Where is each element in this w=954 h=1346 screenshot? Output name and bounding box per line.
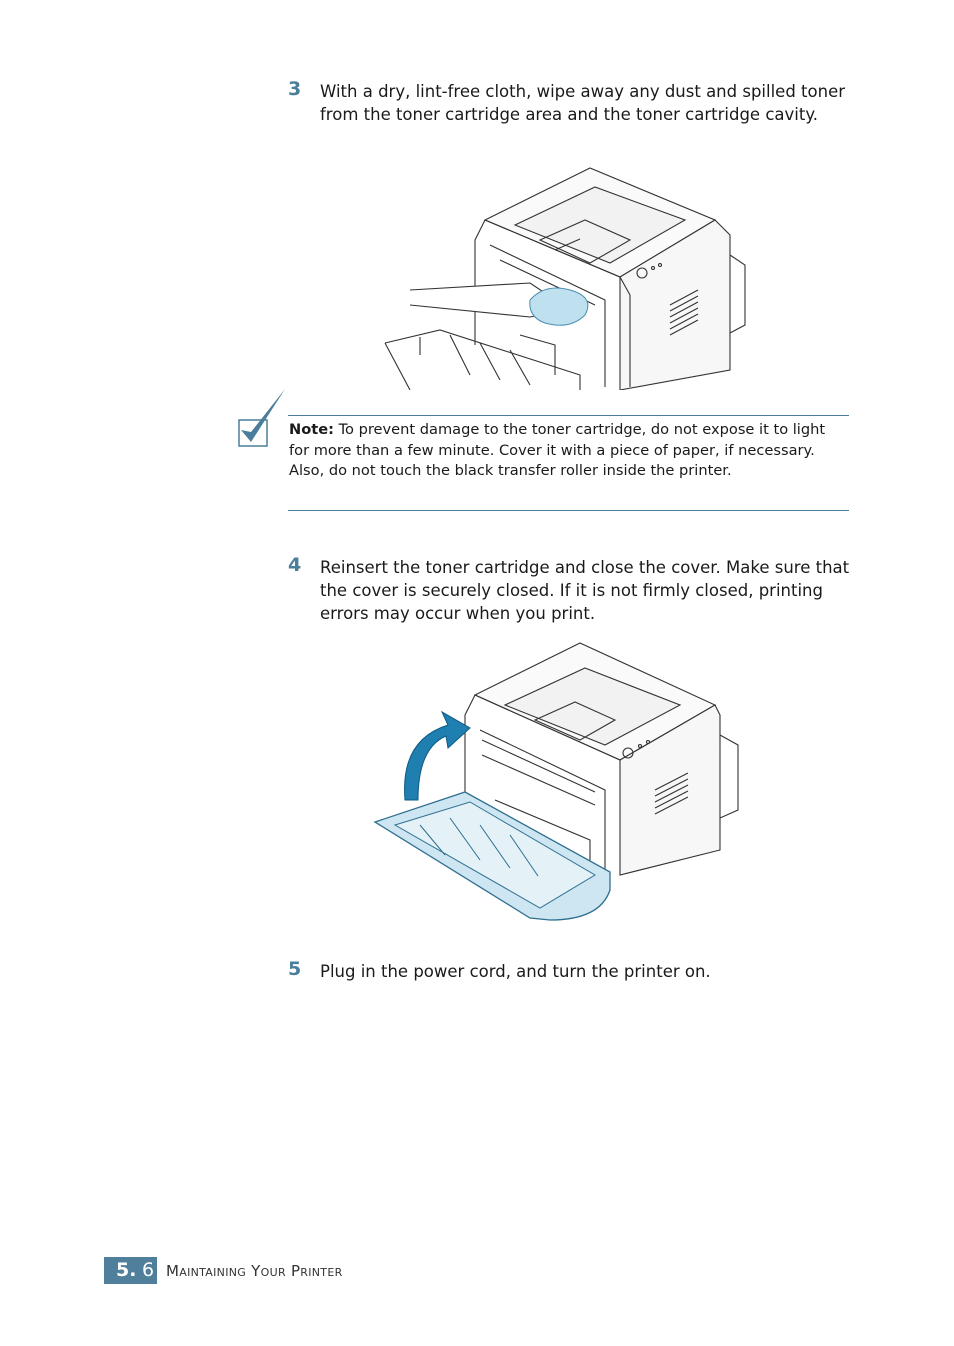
close-cover-arrow-icon	[404, 710, 471, 801]
step-text: Plug in the power cord, and turn the pri…	[320, 962, 711, 981]
chapter-title: Maintaining Your Printer	[166, 1262, 343, 1280]
note-text: Note: To prevent damage to the toner car…	[289, 420, 849, 482]
checkmark-note-icon	[238, 389, 285, 447]
note-top-rule	[288, 415, 849, 416]
section-major: 5.	[116, 1259, 137, 1281]
step-text: With a dry, lint-free cloth, wipe away a…	[320, 82, 846, 124]
section-minor: 6	[142, 1259, 155, 1281]
step-number: 3	[288, 78, 302, 100]
step-number: 4	[288, 554, 302, 576]
note-body: To prevent damage to the toner cartridge…	[289, 421, 826, 479]
printer-cleaning-illustration	[384, 167, 746, 390]
note-bottom-rule	[288, 510, 849, 511]
step-text: Reinsert the toner cartridge and close t…	[320, 558, 850, 623]
page-number-badge: 5. 6	[104, 1257, 157, 1284]
step-number: 5	[288, 958, 302, 980]
printer-closing-cover-illustration	[373, 642, 739, 921]
note-label: Note:	[289, 421, 334, 438]
